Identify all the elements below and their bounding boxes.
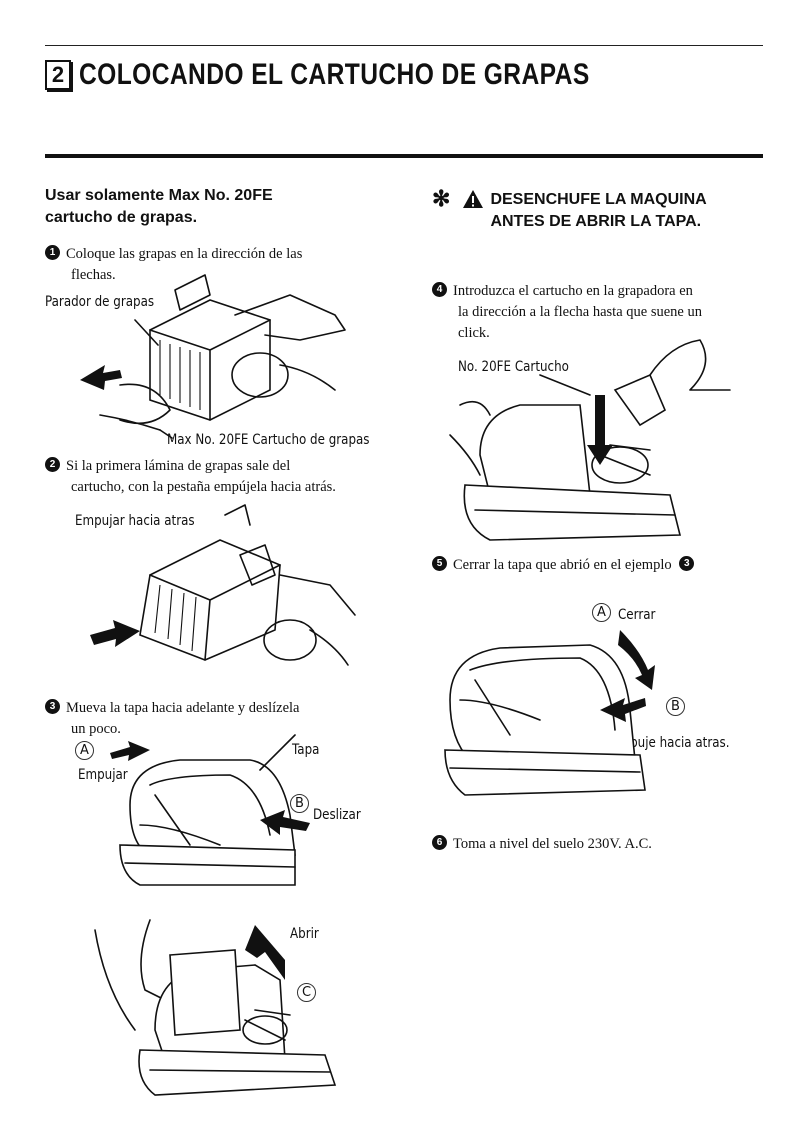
stapler-figure-close (444, 630, 655, 796)
warning-block: ✻ DESENCHUFE LA MAQUINA ANTES DE ABRIR L… (432, 186, 707, 233)
label-no20fe: No. 20FE Cartucho (458, 359, 569, 375)
marker-a-right: A (592, 603, 611, 622)
label-parador: Parador de grapas (45, 294, 155, 310)
asterisk-icon: ✻ (432, 186, 451, 211)
label-cerrar: Cerrar (618, 607, 656, 623)
left-heading: Usar solamente Max No. 20FE cartucho de … (45, 187, 273, 226)
stapler-figure-slide (110, 734, 310, 886)
cartridge-figure-2 (90, 504, 356, 666)
page-title: COLOCANDO EL CARTUCHO DE GRAPAS (79, 58, 590, 91)
top-rule (45, 45, 763, 46)
step-2-badge: 2 (45, 457, 60, 473)
stapler-figure-open (94, 919, 337, 1096)
marker-b-right: B (666, 697, 685, 716)
step-5-badge: 5 (432, 556, 447, 572)
label-cartucho: Max No. 20FE Cartucho de grapas (167, 432, 370, 448)
label-empujar: Empujar (78, 767, 128, 783)
cartridge-figure-1 (80, 274, 346, 439)
warning-triangle-icon (463, 190, 484, 208)
step-4-badge: 4 (432, 282, 447, 298)
step-3-badge: 3 (45, 699, 60, 715)
title-rule (45, 154, 763, 158)
label-empujar-atras: Empujar hacia atras (75, 513, 195, 529)
marker-c: C (297, 983, 316, 1002)
marker-a-left: A (75, 741, 94, 760)
step-6-badge: 6 (432, 835, 447, 851)
section-header: 2 COLOCANDO EL CARTUCHO DE GRAPAS (45, 58, 702, 92)
label-empuje: Empuje hacia atras. (611, 735, 730, 751)
label-abrir: Abrir (290, 926, 319, 942)
label-tapa: Tapa (292, 742, 320, 758)
cartridge-insert-figure (449, 339, 731, 541)
section-number: 2 (45, 60, 71, 90)
step-1-badge: 1 (45, 245, 60, 261)
label-deslizar: Deslizar (313, 807, 361, 823)
marker-b-left: B (290, 794, 309, 813)
step-5-ref-badge: 3 (679, 556, 695, 572)
